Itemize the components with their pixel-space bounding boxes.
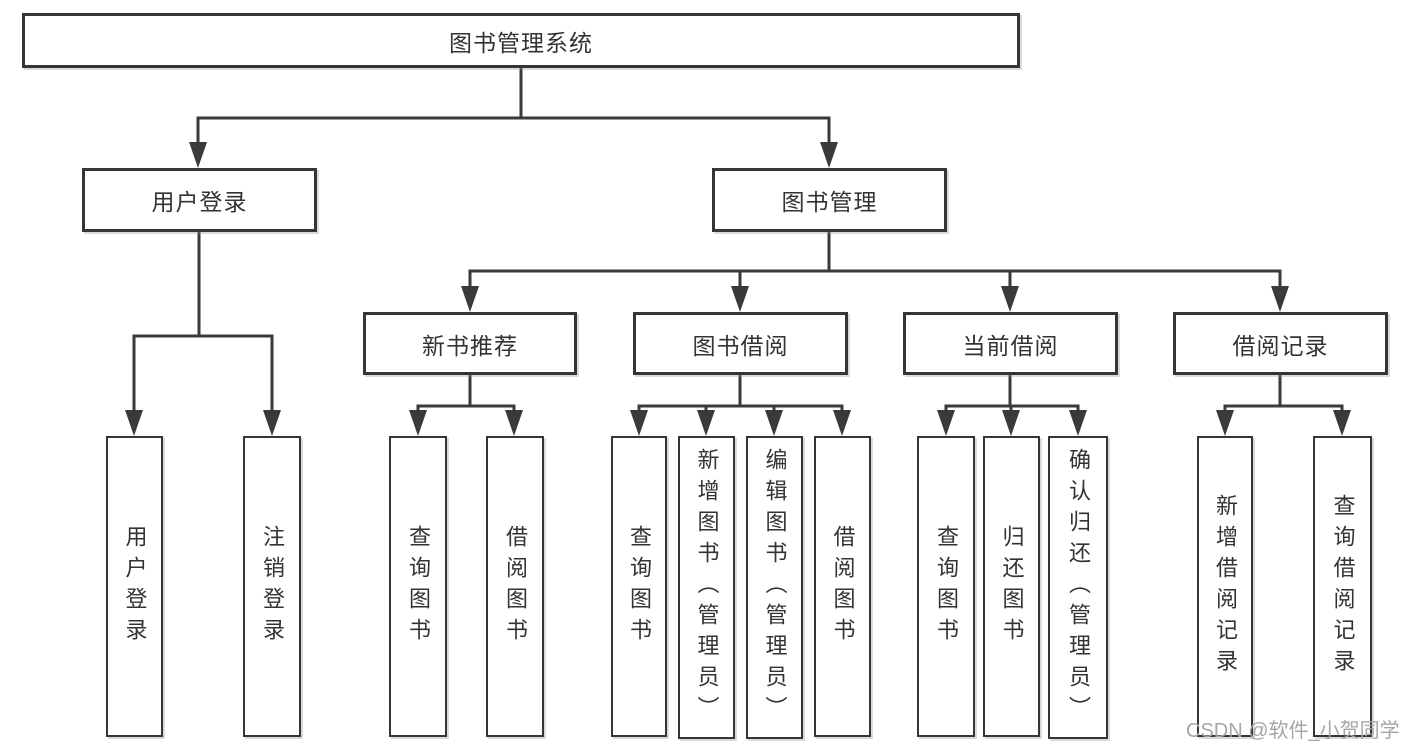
leaf-query-books-recommend: 查询图书 bbox=[389, 436, 447, 737]
node-label: 新书推荐 bbox=[422, 332, 518, 359]
node-label: 用户登录 bbox=[122, 524, 148, 649]
leaf-borrow-books-borrowing: 借阅图书 bbox=[814, 436, 871, 737]
node-label: 新增借阅记录 bbox=[1213, 493, 1238, 680]
leaf-logout: 注销登录 bbox=[243, 436, 301, 737]
node-label: 注销登录 bbox=[260, 524, 285, 649]
node-label: 图书借阅 bbox=[692, 332, 789, 359]
node-label: 查询借阅记录 bbox=[1330, 493, 1356, 680]
leaf-return-book: 归还图书 bbox=[983, 436, 1040, 737]
node-label: 查询图书 bbox=[627, 524, 652, 649]
leaf-edit-book-admin: 编辑图书（管理员） bbox=[746, 436, 803, 739]
node-label: 借阅图书 bbox=[830, 524, 856, 649]
node-label: 查询图书 bbox=[934, 524, 959, 649]
branch-book-management: 图书管理 bbox=[712, 168, 947, 232]
leaf-query-borrow-record: 查询借阅记录 bbox=[1313, 436, 1372, 737]
node-label: 归还图书 bbox=[999, 524, 1025, 649]
node-label: 确认归还（管理员） bbox=[1066, 448, 1091, 727]
leaf-add-borrow-record: 新增借阅记录 bbox=[1197, 436, 1253, 737]
node-label: 查询图书 bbox=[406, 524, 431, 649]
group-book-borrowing: 图书借阅 bbox=[633, 312, 848, 375]
group-new-book-recommendation: 新书推荐 bbox=[363, 312, 577, 375]
node-library-management-system: 图书管理系统 bbox=[22, 13, 1020, 68]
group-borrowing-records: 借阅记录 bbox=[1173, 312, 1388, 375]
node-label: 借阅记录 bbox=[1232, 332, 1329, 359]
csdn-watermark: CSDN @软件_小贺同学 bbox=[1186, 720, 1400, 742]
node-label: 图书管理 bbox=[781, 189, 878, 215]
node-label: 借阅图书 bbox=[503, 524, 528, 649]
node-label: 用户登录 bbox=[151, 189, 248, 215]
node-label: 当前借阅 bbox=[962, 332, 1059, 359]
leaf-query-books-borrowing: 查询图书 bbox=[611, 436, 667, 737]
leaf-confirm-return-admin: 确认归还（管理员） bbox=[1048, 436, 1108, 739]
leaf-add-book-admin: 新增图书（管理员） bbox=[678, 436, 735, 739]
leaf-user-login: 用户登录 bbox=[106, 436, 163, 737]
node-label: 新增图书（管理员） bbox=[694, 448, 720, 727]
node-label: 编辑图书（管理员） bbox=[762, 448, 788, 727]
leaf-query-books-current: 查询图书 bbox=[917, 436, 975, 737]
node-label: 图书管理系统 bbox=[449, 29, 593, 56]
group-current-borrowing: 当前借阅 bbox=[903, 312, 1118, 375]
leaf-borrow-books-recommend: 借阅图书 bbox=[486, 436, 544, 737]
branch-user-login: 用户登录 bbox=[82, 168, 317, 232]
